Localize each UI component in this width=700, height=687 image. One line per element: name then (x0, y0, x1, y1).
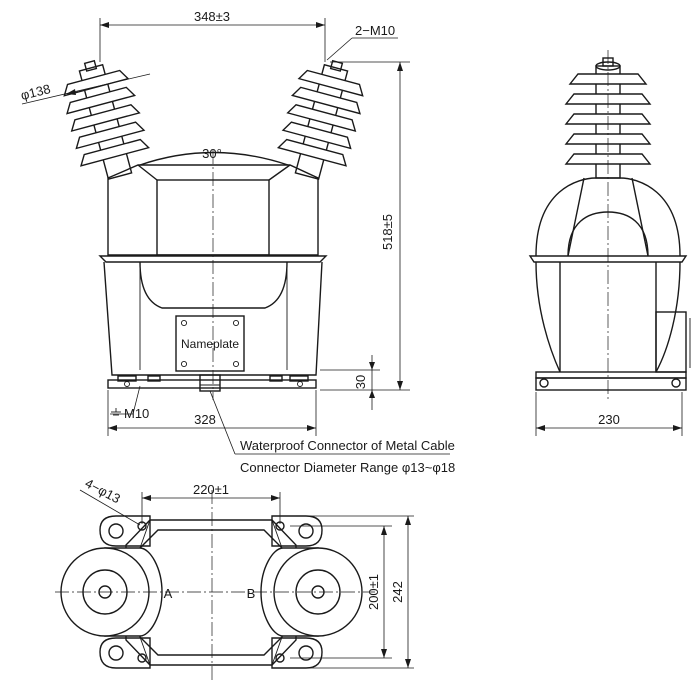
dim-base-width: 328 (194, 412, 216, 427)
dim-hole-spacing-y: 200±1 (366, 574, 381, 610)
dim-bushing-dia: φ138 (19, 81, 52, 103)
front-dimensions: 348±3 2−M10 φ138 30° 518±5 30 M10 (19, 9, 455, 475)
dim-side-width: 230 (598, 412, 620, 427)
terminal-b: B (247, 586, 256, 601)
terminal-a: A (164, 586, 173, 601)
right-bushing (276, 59, 364, 180)
left-bushing (63, 59, 151, 180)
connector-range: Connector Diameter Range φ13~φ18 (240, 460, 455, 475)
dim-bushing-spacing: 348±3 (194, 9, 230, 24)
side-view: 230 (528, 50, 691, 436)
dim-ground: M10 (124, 406, 149, 421)
dim-plan-depth: 242 (390, 581, 405, 603)
dim-mount-holes: 4−φ13 (83, 475, 123, 506)
dim-height: 518±5 (380, 214, 395, 250)
dim-thread: 2−M10 (355, 23, 395, 38)
dim-hole-spacing-x: 220±1 (193, 482, 229, 497)
plan-view: A B (55, 490, 375, 680)
front-view: Nameplate (63, 59, 364, 400)
dim-angle: 30° (202, 146, 222, 161)
dim-base-height: 30 (353, 375, 368, 389)
nameplate-label: Nameplate (181, 337, 239, 351)
connector-label: Waterproof Connector of Metal Cable (240, 438, 455, 453)
